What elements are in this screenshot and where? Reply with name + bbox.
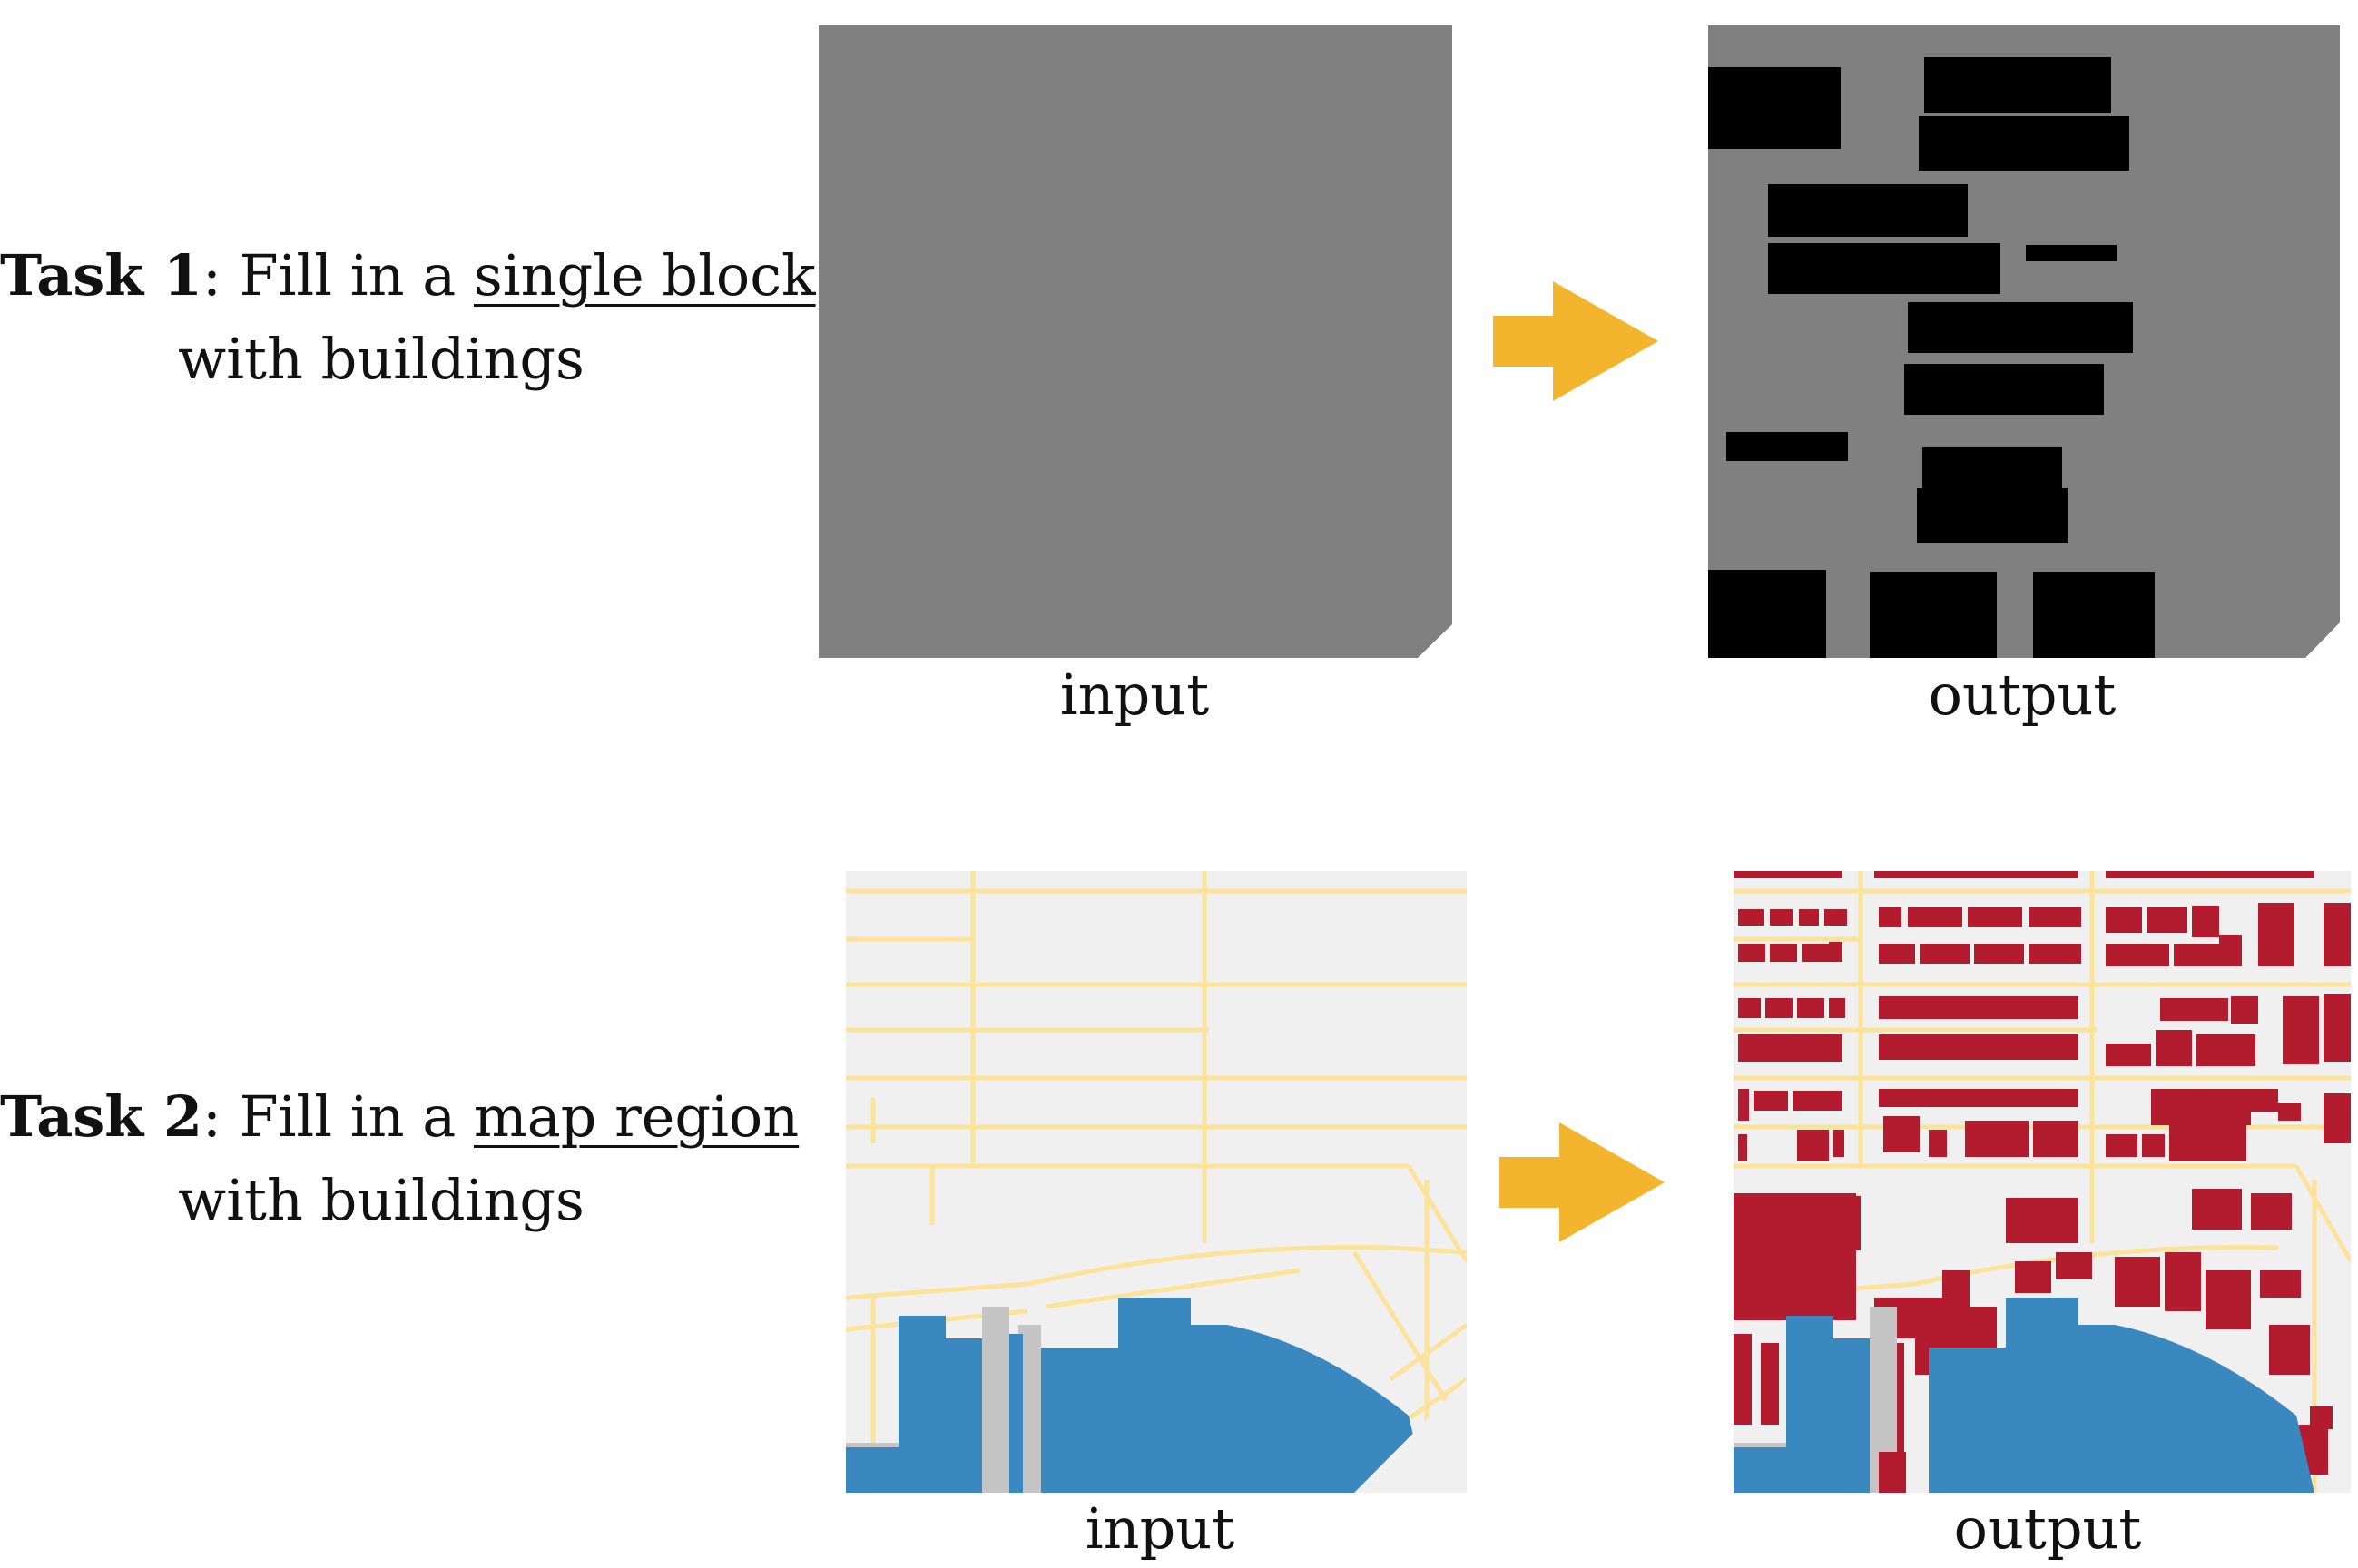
task1-input-image <box>819 25 1452 658</box>
task2-title: Task 2 <box>0 1083 202 1150</box>
task1-description: : Fill in a <box>201 242 474 309</box>
task2-input-water <box>899 1298 1427 1493</box>
task1-output-image <box>1708 25 2340 658</box>
task2-label: Task 2: Fill in a map region with buildi… <box>0 1075 799 1242</box>
task2-input-caption: input <box>1085 1495 1235 1562</box>
task2-arrow-icon <box>1499 1122 1665 1246</box>
task1-output-caption: output <box>1928 662 2117 728</box>
task1-buildings <box>1708 57 2155 658</box>
task1-title: Task 1 <box>0 242 202 309</box>
task2-output-map <box>1734 871 2351 1493</box>
task2-output-buildings <box>1734 871 2351 1493</box>
task2-description-line2: with buildings <box>178 1167 585 1233</box>
task2-description: : Fill in a <box>201 1083 474 1150</box>
task1-arrow-icon <box>1493 281 1658 405</box>
task1-description-line2: with buildings <box>178 326 585 392</box>
task2-input-map <box>846 871 1467 1493</box>
task1-label: Task 1: Fill in a single block with buil… <box>0 234 816 401</box>
task1-emphasis: single block <box>473 242 816 309</box>
task1-input-caption: input <box>1059 662 1210 728</box>
task2-output-caption: output <box>1953 1495 2142 1562</box>
task2-output-water <box>1786 1298 2314 1493</box>
task2-emphasis: map region <box>473 1083 800 1150</box>
